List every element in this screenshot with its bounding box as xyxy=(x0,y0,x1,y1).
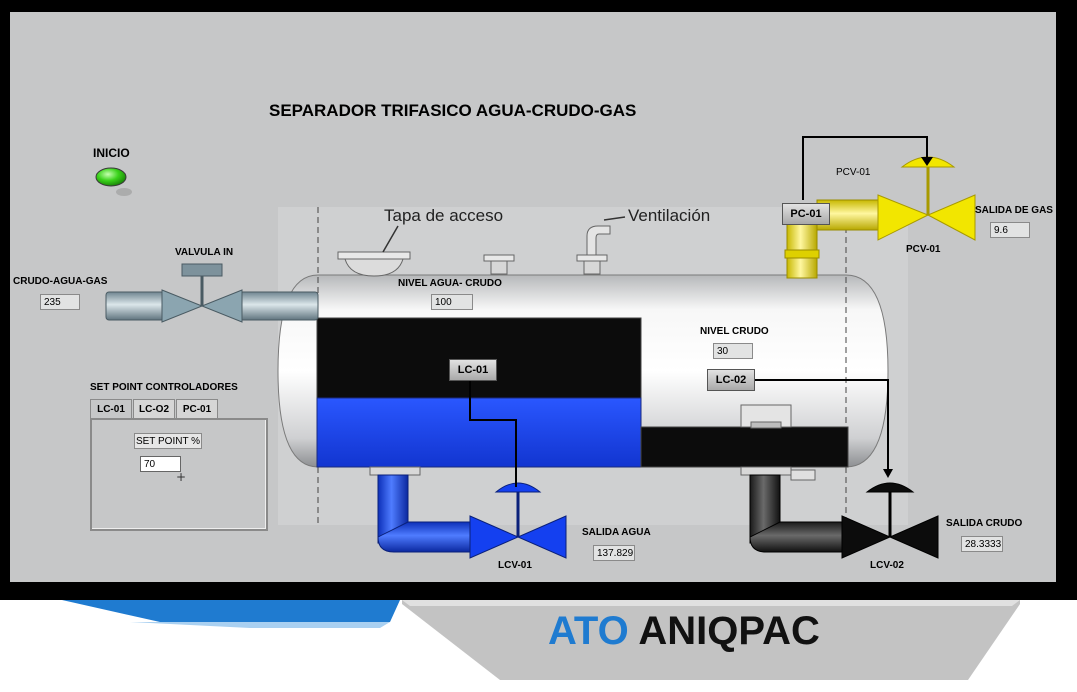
inlet-value-indicator: 235 xyxy=(40,294,80,310)
ventilacion-label: Ventilación xyxy=(628,206,711,225)
inicio-led-button[interactable] xyxy=(95,167,127,187)
lcv-01-valve[interactable] xyxy=(469,482,567,559)
brand-part-2: ANIQPAC xyxy=(638,609,820,653)
footer-band xyxy=(62,600,1020,680)
signal-lc01-lcv01 xyxy=(469,380,517,487)
pc-01-controller[interactable]: PC-01 xyxy=(782,203,830,225)
valve-in[interactable] xyxy=(161,263,243,323)
footer-gray-plate xyxy=(402,600,1020,680)
nozzle-crude-out xyxy=(740,466,792,476)
nivel-crudo-indicator: 30 xyxy=(713,343,753,359)
brand-logo: ATO ANIQPAC xyxy=(548,609,820,654)
nivel-agua-crudo-label: NIVEL AGUA- CRUDO xyxy=(398,278,502,289)
pcv-01-valve[interactable] xyxy=(877,156,976,241)
pcv-01-top-label: PCV-01 xyxy=(836,167,871,178)
pcv-01-label: PCV-01 xyxy=(906,244,941,255)
leader-tapa xyxy=(382,225,399,253)
setpoint-label: SET POINT % xyxy=(134,433,202,449)
page-title: SEPARADOR TRIFASICO AGUA-CRUDO-GAS xyxy=(269,101,637,120)
cursor-cross-icon: + xyxy=(176,470,187,484)
nivel-agua-crudo-indicator: 100 xyxy=(431,294,473,310)
nivel-crudo-label: NIVEL CRUDO xyxy=(700,326,769,337)
salida-gas-label: SALIDA DE GAS xyxy=(975,205,1053,216)
access-hatch xyxy=(337,251,411,277)
tab-pc-01[interactable]: PC-01 xyxy=(176,399,218,419)
salida-agua-indicator: 137.829 xyxy=(593,545,635,561)
salida-gas-indicator: 9.6 xyxy=(990,222,1030,238)
lcv-02-label: LCV-02 xyxy=(870,560,904,571)
inlet-label: CRUDO-AGUA-GAS xyxy=(13,276,108,287)
salida-crudo-indicator: 28.3333 xyxy=(961,536,1003,552)
process-diagram xyxy=(95,136,976,559)
crude-layer-weir xyxy=(640,426,849,468)
valve-in-label: VALVULA IN xyxy=(175,247,234,258)
signal-lc02-lcv02 xyxy=(754,379,889,472)
salida-crudo-label: SALIDA CRUDO xyxy=(946,518,1023,529)
inlet-pipe-right xyxy=(239,291,319,321)
setpoint-title: SET POINT CONTROLADORES xyxy=(90,382,238,393)
nozzle-small xyxy=(483,254,515,275)
lc-01-controller[interactable]: LC-01 xyxy=(449,359,497,381)
leader-vent xyxy=(603,216,626,221)
inlet-pipe-left xyxy=(105,291,165,321)
nozzle-water-out xyxy=(369,466,421,476)
water-layer xyxy=(316,397,642,468)
vent-nozzle xyxy=(576,225,611,275)
lcv-01-label: LCV-01 xyxy=(498,560,532,571)
lc-02-controller[interactable]: LC-02 xyxy=(707,369,755,391)
tab-lc-02[interactable]: LC-O2 xyxy=(133,399,175,419)
salida-agua-label: SALIDA AGUA xyxy=(582,527,651,538)
footer-blue-stripe xyxy=(62,600,400,622)
tab-lc-01[interactable]: LC-01 xyxy=(90,399,132,419)
tapa-acceso-label: Tapa de acceso xyxy=(384,206,504,225)
brand-part-1: ATO xyxy=(548,609,629,653)
setpoint-input[interactable]: 70 xyxy=(140,456,181,472)
signal-pc01-pcv01 xyxy=(802,136,928,200)
inicio-label: INICIO xyxy=(93,146,130,160)
lcv-02-valve[interactable] xyxy=(841,482,939,559)
